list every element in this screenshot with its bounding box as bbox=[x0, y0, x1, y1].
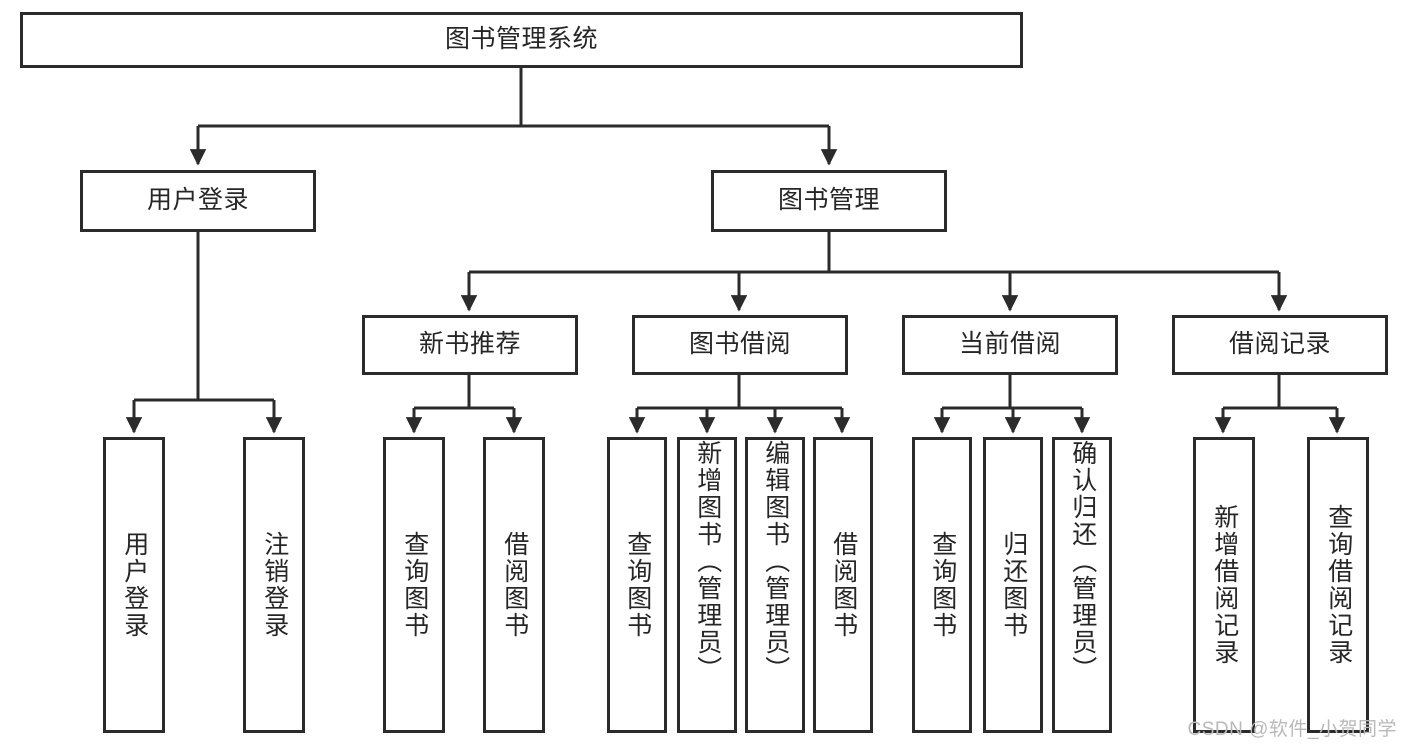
node-leaf-book-borrow-borrow-books[interactable]: 借阅图书 bbox=[813, 437, 873, 733]
node-label: 新书推荐 bbox=[418, 330, 521, 359]
node-label: 用户登录 bbox=[120, 531, 149, 639]
node-label: 新增借阅记录 bbox=[1210, 504, 1239, 666]
node-root-book-management-system[interactable]: 图书管理系统 bbox=[20, 12, 1023, 68]
node-book-borrowing[interactable]: 图书借阅 bbox=[632, 315, 848, 375]
node-label: 注销登录 bbox=[260, 531, 289, 639]
node-label: 确认归还（管理员） bbox=[1068, 440, 1097, 683]
node-label: 当前借阅 bbox=[958, 330, 1061, 359]
node-label: 编辑图书（管理员） bbox=[761, 440, 790, 683]
node-leaf-new-book-query-books[interactable]: 查询图书 bbox=[383, 437, 445, 733]
node-label: 借阅记录 bbox=[1228, 330, 1331, 359]
node-label: 查询图书 bbox=[928, 531, 957, 639]
node-leaf-current-borrow-confirm-return-admin[interactable]: 确认归还（管理员） bbox=[1052, 437, 1112, 733]
node-label: 归还图书 bbox=[999, 531, 1028, 639]
node-leaf-user-login-signout[interactable]: 注销登录 bbox=[243, 437, 305, 733]
node-label: 借阅图书 bbox=[829, 531, 858, 639]
node-label: 图书管理系统 bbox=[444, 25, 598, 54]
node-leaf-book-borrow-add-book-admin[interactable]: 新增图书（管理员） bbox=[677, 437, 737, 733]
node-leaf-borrow-record-query-record[interactable]: 查询借阅记录 bbox=[1307, 437, 1369, 733]
node-user-login[interactable]: 用户登录 bbox=[80, 170, 316, 232]
node-label: 图书管理 bbox=[777, 186, 880, 215]
node-leaf-borrow-record-add-record[interactable]: 新增借阅记录 bbox=[1193, 437, 1255, 733]
node-leaf-book-borrow-edit-book-admin[interactable]: 编辑图书（管理员） bbox=[745, 437, 805, 733]
node-label: 查询借阅记录 bbox=[1324, 504, 1353, 666]
node-leaf-new-book-borrow-books[interactable]: 借阅图书 bbox=[483, 437, 545, 733]
node-leaf-book-borrow-query-books[interactable]: 查询图书 bbox=[607, 437, 667, 733]
node-label: 查询图书 bbox=[623, 531, 652, 639]
node-label: 用户登录 bbox=[146, 186, 249, 215]
node-leaf-current-borrow-return-books[interactable]: 归还图书 bbox=[983, 437, 1043, 733]
node-current-borrowing[interactable]: 当前借阅 bbox=[902, 315, 1118, 375]
csdn-watermark: CSDN @软件_小贺同学 bbox=[1187, 719, 1397, 740]
node-new-book-recommendation[interactable]: 新书推荐 bbox=[362, 315, 578, 375]
node-label: 图书借阅 bbox=[688, 330, 791, 359]
node-label: 新增图书（管理员） bbox=[693, 440, 722, 683]
node-label: 借阅图书 bbox=[500, 531, 529, 639]
node-book-management[interactable]: 图书管理 bbox=[711, 170, 947, 232]
node-borrow-records[interactable]: 借阅记录 bbox=[1172, 315, 1388, 375]
node-leaf-current-borrow-query-books[interactable]: 查询图书 bbox=[912, 437, 972, 733]
node-label: 查询图书 bbox=[400, 531, 429, 639]
node-leaf-user-login-signin[interactable]: 用户登录 bbox=[103, 437, 165, 733]
